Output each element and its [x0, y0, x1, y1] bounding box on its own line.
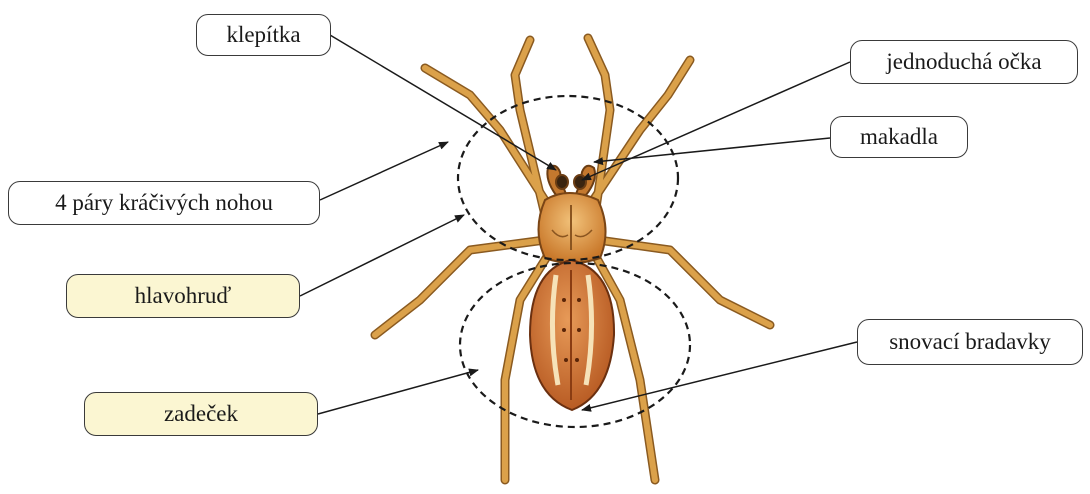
label-zadecek: zadeček: [84, 392, 318, 436]
label-klepitka: klepítka: [196, 14, 331, 56]
pointer-jednoducha-ocka: [582, 62, 850, 180]
pointer-nohy: [320, 142, 448, 200]
spider-abdomen: [530, 260, 614, 410]
spider-cephalothorax: [539, 193, 606, 263]
label-nohy: 4 páry kráčivých nohou: [8, 181, 320, 225]
label-makadla: makadla: [830, 116, 968, 158]
label-snovaci-bradavky: snovací bradavky: [857, 319, 1083, 365]
pointer-snovaci-bradavky: [582, 342, 857, 410]
spider-palps: [547, 166, 595, 195]
label-jednoducha-ocka: jednoduchá očka: [850, 40, 1078, 84]
pointer-zadecek: [318, 370, 478, 414]
label-hlavohrud: hlavohruď: [66, 274, 300, 318]
